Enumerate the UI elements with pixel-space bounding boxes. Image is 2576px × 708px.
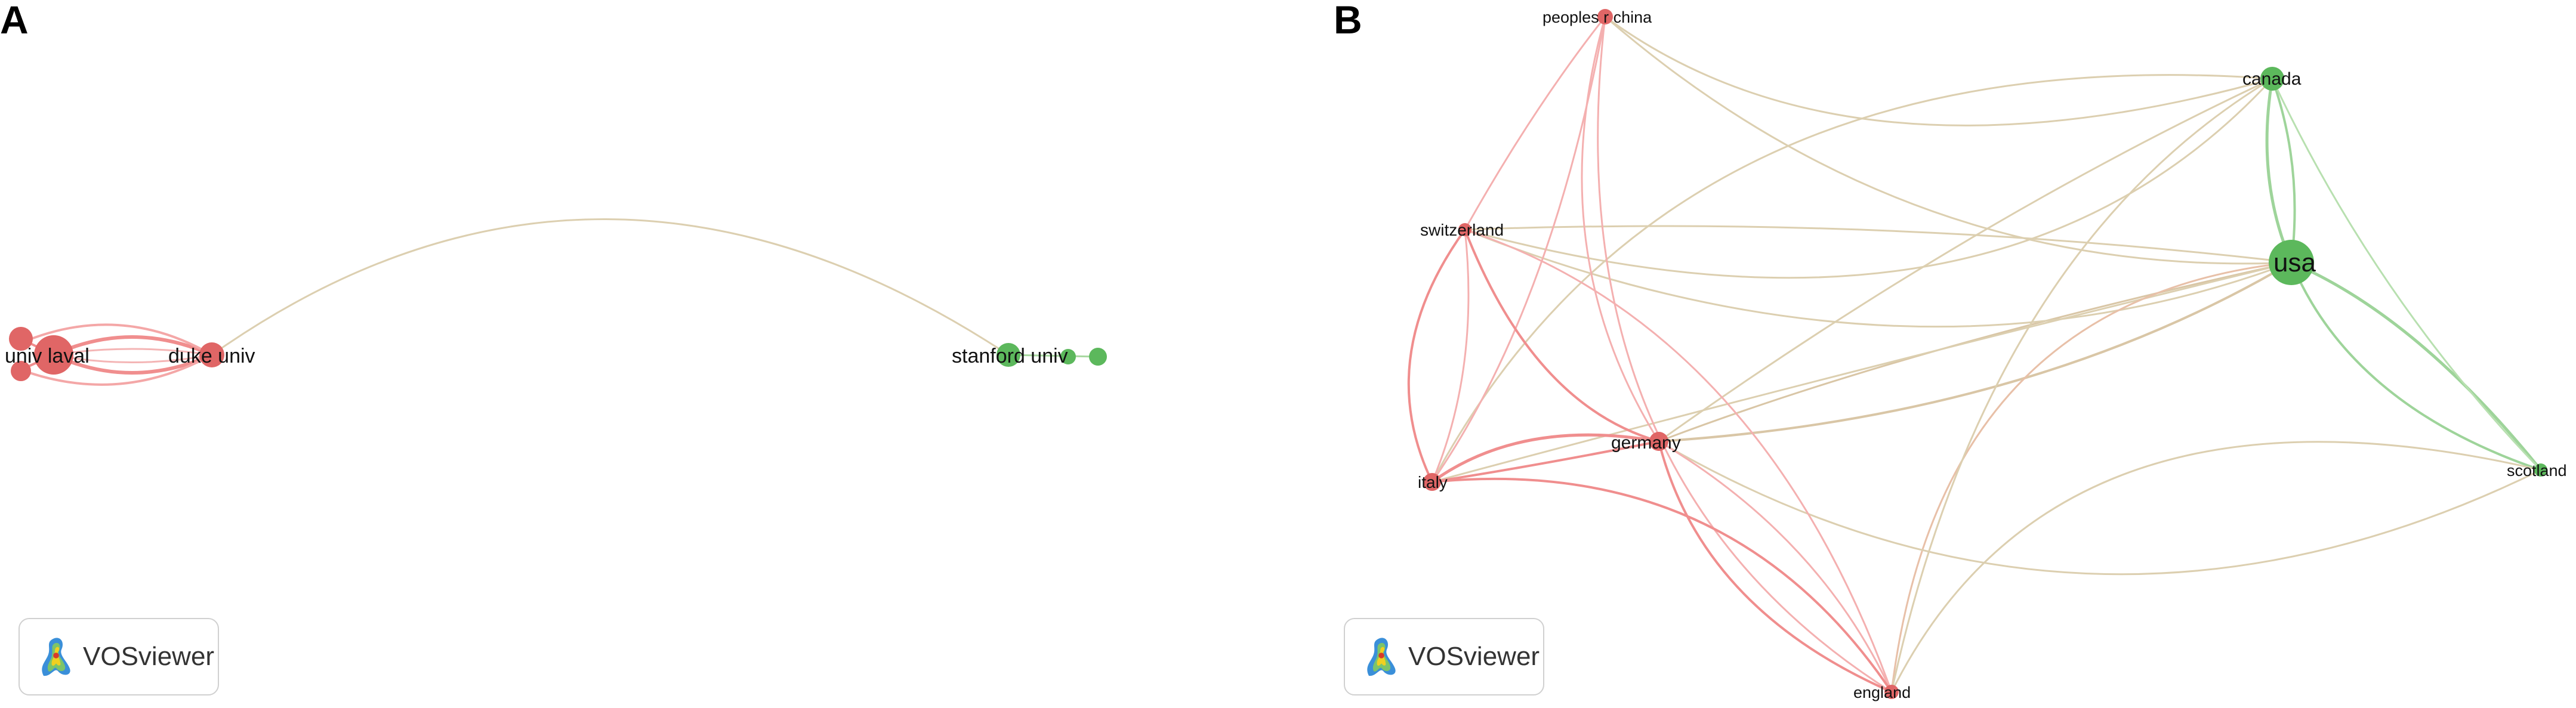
vosviewer-icon xyxy=(1367,638,1396,676)
panel-a-letter: A xyxy=(0,0,29,42)
node-scotland[interactable] xyxy=(2534,463,2547,477)
link-switzerland-italy-2 xyxy=(1431,229,1470,483)
node-univ-laval[interactable] xyxy=(34,335,73,375)
link-scotland-germany xyxy=(1658,440,2541,576)
label-usa: usa xyxy=(2273,248,2316,277)
link-switzerland-england xyxy=(1464,228,1893,692)
link-canada-china xyxy=(1605,16,2273,126)
node-small-red-1[interactable] xyxy=(9,327,33,351)
link-usa-canada-2 xyxy=(2271,78,2296,263)
link-laval-stanford xyxy=(211,218,1009,356)
panel-b-logo-text: VOSviewer xyxy=(1408,642,1540,671)
node-england[interactable] xyxy=(1884,685,1899,699)
label-peoples-r-china: peoples r china xyxy=(1542,8,1652,26)
link-laval-duke-4 xyxy=(20,354,212,386)
link-stanford-small xyxy=(1008,354,1099,358)
label-england: england xyxy=(1853,684,1911,701)
link-laval-duke-3 xyxy=(20,323,213,356)
link-laval-duke-6 xyxy=(53,354,212,363)
link-canada-germany xyxy=(1658,78,2273,443)
link-usa-switzerland-2 xyxy=(1464,225,2292,264)
panel-a-nodes xyxy=(9,327,1107,381)
link-china-england xyxy=(1597,16,1892,693)
node-canada[interactable] xyxy=(2260,67,2284,91)
label-switzerland: switzerland xyxy=(1420,221,1504,239)
panel-b-links xyxy=(1407,16,2542,693)
link-usa-italy xyxy=(1432,261,2292,483)
panel-b-labels: peoples r china canada switzerland usa g… xyxy=(1418,8,2567,701)
link-china-italy xyxy=(1431,16,1606,483)
link-canada-switzerland xyxy=(1464,78,2273,279)
node-usa[interactable] xyxy=(2269,240,2314,285)
link-laval-duke-2 xyxy=(53,353,213,375)
link-usa-germany-1 xyxy=(1658,261,2293,443)
link-canada-england xyxy=(1890,78,2273,692)
node-small-green-2[interactable] xyxy=(1089,348,1107,366)
link-china-switzerland xyxy=(1464,16,1606,230)
link-germany-italy-1 xyxy=(1431,433,1659,484)
panel-a-vosviewer-logo: VOSviewer xyxy=(18,618,219,695)
panel-b-nodes xyxy=(1423,9,2547,699)
link-usa-canada-1 xyxy=(2265,78,2293,263)
link-scotland-england xyxy=(1890,441,2541,692)
panel-a-network: univ laval duke univ stanford univ xyxy=(5,218,1107,386)
node-small-red-2[interactable] xyxy=(11,361,31,381)
label-duke-univ: duke univ xyxy=(168,345,255,367)
node-stanford-univ[interactable] xyxy=(997,343,1020,367)
link-usa-scotland-1 xyxy=(2291,261,2542,471)
label-scotland: scotland xyxy=(2507,462,2567,480)
link-usa-england xyxy=(1890,261,2292,692)
link-germany-england-2 xyxy=(1658,440,1893,692)
node-peoples-r-china[interactable] xyxy=(1597,9,1613,24)
vosviewer-icon xyxy=(42,638,70,676)
panel-a-logo-text: VOSviewer xyxy=(83,642,215,671)
panel-a-labels: univ laval duke univ stanford univ xyxy=(5,345,1068,367)
label-canada: canada xyxy=(2242,69,2302,89)
panel-b-network: peoples r china canada switzerland usa g… xyxy=(1407,8,2567,701)
node-switzerland[interactable] xyxy=(1458,223,1471,236)
link-usa-germany-2 xyxy=(1658,261,2292,443)
link-laval-duke-1 xyxy=(53,335,213,357)
node-duke-univ[interactable] xyxy=(199,342,224,367)
link-usa-scotland-2 xyxy=(2290,262,2541,471)
link-china-germany xyxy=(1581,16,1660,442)
panel-b-vosviewer-logo: VOSviewer xyxy=(1344,618,1544,695)
link-switzerland-germany xyxy=(1464,229,1659,443)
link-usa-china xyxy=(1605,16,2292,265)
node-small-green-1[interactable] xyxy=(1060,349,1076,364)
label-germany: germany xyxy=(1611,433,1681,453)
link-canada-scotland xyxy=(2271,78,2542,471)
link-canada-italy xyxy=(1431,74,2273,483)
panel-b-letter: B xyxy=(1334,0,1362,42)
label-italy: italy xyxy=(1418,473,1448,491)
label-stanford-univ: stanford univ xyxy=(952,345,1068,367)
label-univ-laval: univ laval xyxy=(5,345,90,367)
link-usa-switzerland-1 xyxy=(1464,228,2292,328)
link-germany-england-1 xyxy=(1658,441,1892,693)
link-laval-duke-5 xyxy=(53,348,212,356)
node-germany[interactable] xyxy=(1649,432,1668,451)
link-switzerland-italy-1 xyxy=(1407,228,1466,483)
node-italy[interactable] xyxy=(1423,473,1441,491)
link-germany-italy-2 xyxy=(1432,440,1659,483)
link-italy-england xyxy=(1432,477,1893,693)
